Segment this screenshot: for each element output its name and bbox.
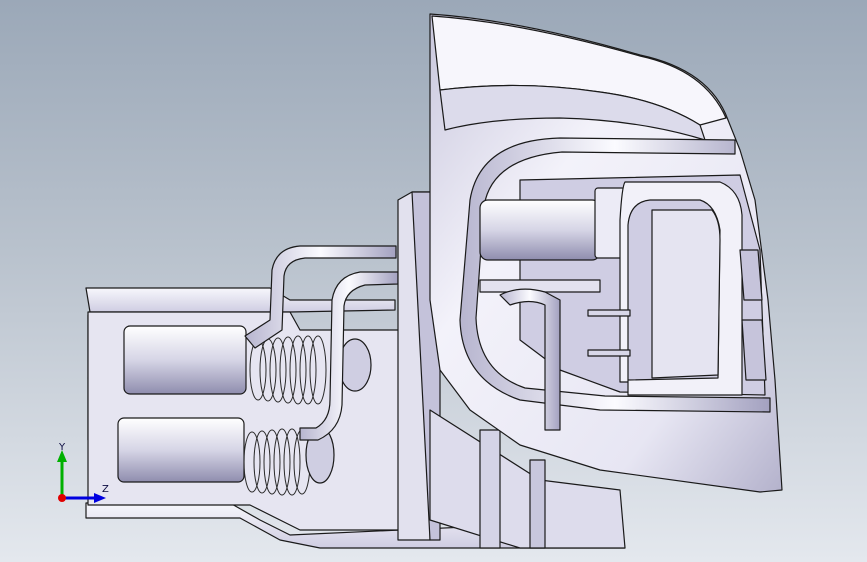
internal-piston: [479, 199, 601, 261]
lower-spring: [243, 428, 311, 496]
pin-2: [587, 349, 631, 357]
shell-u-tube: [459, 137, 771, 413]
upper-cylinder: [123, 325, 247, 395]
rear-post-2: [529, 459, 546, 549]
internal-rail-1: [479, 279, 601, 293]
pin-1: [587, 309, 631, 317]
coordinate-triad: Y Z: [57, 442, 109, 503]
lower-cylinder: [117, 417, 245, 483]
y-axis-arrow-icon: [57, 450, 67, 462]
left-bracket-tube: [244, 245, 397, 349]
z-axis-label: Z: [102, 484, 109, 495]
spring-pocket-upper: [338, 338, 372, 392]
side-slot-2: [741, 319, 767, 381]
x-axis-dot-icon: [58, 494, 66, 502]
z-axis-arrow-icon: [94, 493, 106, 503]
internal-rail-2: [499, 288, 561, 431]
handle-inner: [651, 209, 721, 379]
rear-post: [479, 429, 501, 549]
side-slot-1: [739, 249, 763, 301]
center-bracket-tube: [299, 271, 399, 441]
handle-frame: [619, 181, 743, 396]
y-axis-label: Y: [58, 442, 66, 453]
